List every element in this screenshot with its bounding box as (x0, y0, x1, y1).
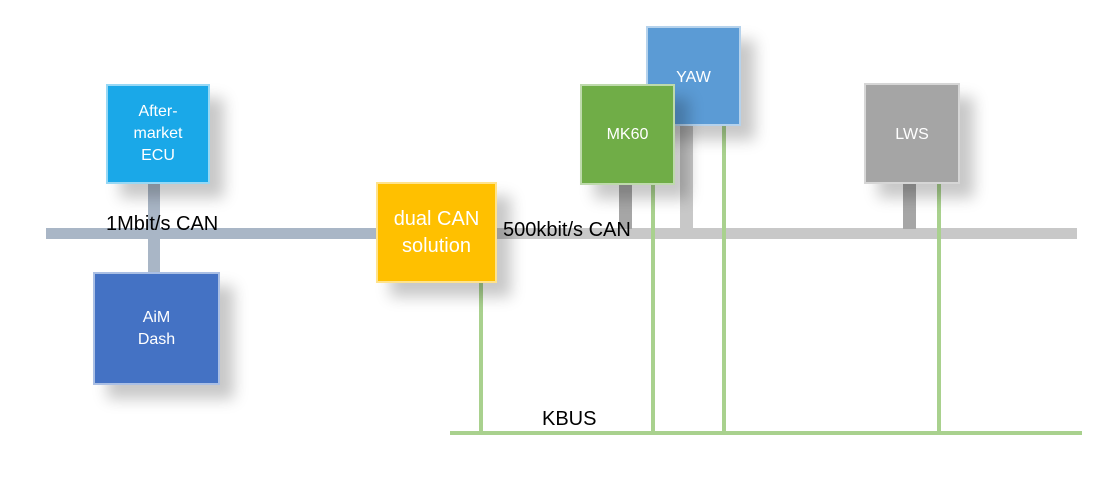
aftermarket-ecu-box: After- market ECU (106, 84, 210, 184)
lws-kbus-connector (937, 182, 941, 435)
lws-box: LWS (864, 83, 960, 184)
dual-can-solution-label: dual CAN solution (393, 207, 480, 257)
aftermarket-ecu-label: After- market ECU (133, 103, 183, 164)
ecu-connector (148, 183, 160, 229)
can-500kbit-bus-line (494, 228, 1077, 239)
lws-can-connector (903, 182, 916, 229)
aim-dash-label: AiM Dash (137, 308, 176, 348)
can-1mbit-bus-line (46, 228, 380, 239)
can-1mbit-label: 1Mbit/s CAN (106, 213, 219, 235)
yaw-kbus-connector (722, 124, 726, 435)
mk60-box: MK60 (580, 84, 675, 185)
mk60-label: MK60 (606, 125, 649, 143)
lws-label: LWS (895, 126, 929, 143)
kbus-label: KBUS (542, 408, 597, 430)
yaw-can-connector (680, 124, 693, 229)
kbus-line (450, 431, 1082, 435)
can-500kbit-label: 500kbit/s CAN (503, 219, 631, 241)
mk60-kbus-connector (651, 183, 655, 435)
mk60-can-connector (619, 183, 632, 229)
dual-can-solution-box: dual CAN solution (376, 182, 497, 283)
aim-dash-box: AiM Dash (93, 272, 220, 385)
yaw-label: YAW (676, 69, 711, 86)
dash-connector (148, 238, 160, 274)
dual-can-kbus-connector (479, 282, 483, 435)
